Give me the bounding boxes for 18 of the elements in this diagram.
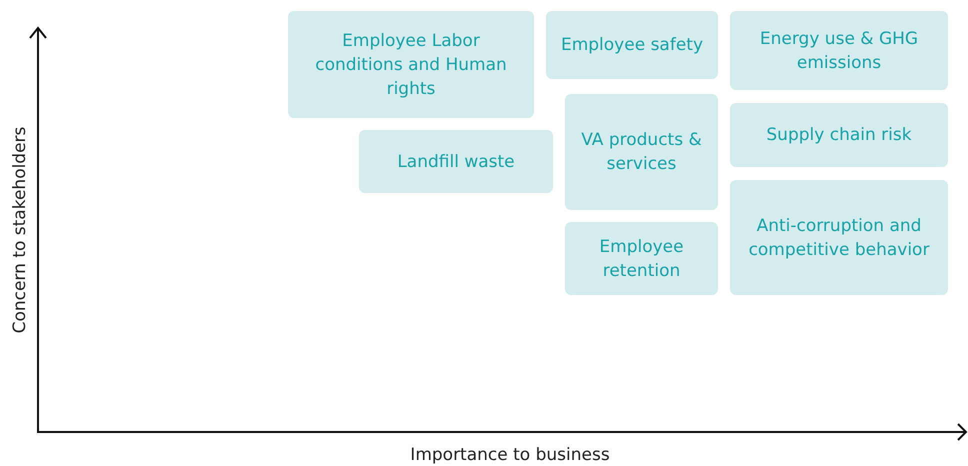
- topic-label: Employee safety: [560, 34, 704, 57]
- topic-label: Energy use & GHG emissions: [758, 28, 920, 74]
- topic-box: [565, 222, 718, 295]
- topic-box: [288, 11, 534, 118]
- topic-label: Employee retention: [598, 236, 685, 282]
- axis-title: Concern to stakeholders: [10, 126, 30, 334]
- topic-label: Landfill waste: [397, 150, 515, 174]
- topic-label: Supply chain risk: [766, 124, 912, 147]
- topic-box: [730, 11, 948, 90]
- topic-box: [546, 11, 718, 79]
- topic-box: [565, 94, 718, 210]
- topic-box: [730, 180, 948, 295]
- topic-label: Employee Labor conditions and Human rights: [314, 30, 508, 100]
- axis-title: Importance to business: [410, 445, 610, 465]
- topic-label: Anti-corruption and competitive behavior: [748, 214, 930, 262]
- topic-box: [359, 130, 553, 193]
- topic-label: VA products & services: [580, 129, 703, 176]
- topic-box: [730, 103, 948, 167]
